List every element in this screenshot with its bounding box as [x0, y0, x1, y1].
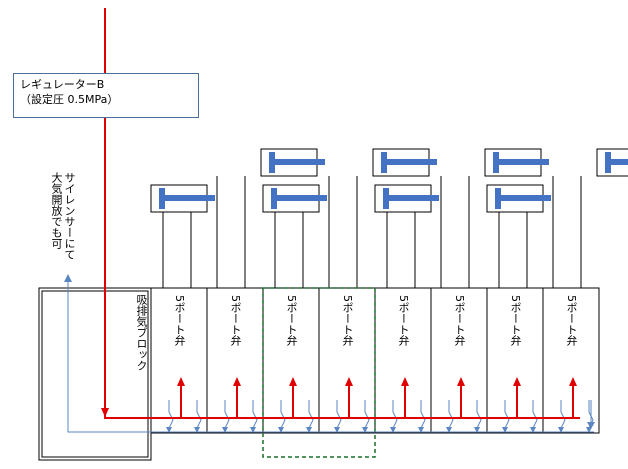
cylinders — [150, 148, 628, 213]
exhaust-collector — [67, 279, 594, 433]
supply-main — [104, 8, 580, 419]
silencer-note-line2: 大気開放でも可 — [50, 172, 63, 249]
cylinder-rod — [501, 195, 551, 201]
cylinder-piston — [271, 188, 277, 209]
valve-label: 5ポート弁 — [453, 295, 466, 346]
valve-label: 5ポート弁 — [173, 295, 186, 346]
exhaust-block-label: 吸排気ブロック — [135, 294, 148, 371]
cylinder-rod — [277, 195, 327, 201]
cylinder-rod — [611, 159, 628, 165]
exhaust-arrow — [306, 427, 312, 433]
exhaust-arrow — [362, 427, 368, 433]
supply-lines — [101, 8, 580, 419]
exhaust-arrow — [222, 427, 228, 433]
valve-label: 5ポート弁 — [565, 295, 578, 346]
group-highlight — [262, 287, 376, 458]
exhaust-arrow — [558, 427, 564, 433]
valve-connections — [162, 176, 582, 288]
cylinder-piston — [381, 152, 387, 173]
exhaust-arrow — [194, 427, 200, 433]
cylinder-piston — [495, 188, 501, 209]
supply-arrow — [289, 377, 297, 386]
supply-arrow — [513, 377, 521, 386]
exhaust-block-inner — [41, 290, 149, 458]
exhaust-arrow — [278, 427, 284, 433]
exhaust-arrow — [530, 427, 536, 433]
regulator-box: レギュレーターB （設定圧 0.5MPa） — [13, 73, 199, 118]
cylinder-piston — [383, 188, 389, 209]
exhaust-lines — [64, 274, 595, 433]
silencer-note-line1: サイレンサーにて — [63, 172, 76, 260]
exhaust-arrow — [166, 427, 172, 433]
supply-arrow — [345, 377, 353, 386]
cylinder-piston — [159, 188, 165, 209]
supply-arrow — [177, 377, 185, 386]
exhaust-arrow — [502, 427, 508, 433]
valve-label: 5ポート弁 — [509, 295, 522, 346]
exhaust-arrow — [390, 427, 396, 433]
supply-arrow — [569, 377, 577, 386]
exhaust-arrow — [474, 427, 480, 433]
regulator-pressure: （設定圧 0.5MPa） — [20, 93, 119, 106]
valve-label: 5ポート弁 — [397, 295, 410, 346]
valve-label: 5ポート弁 — [285, 295, 298, 346]
exhaust-arrow — [334, 427, 340, 433]
cylinder-rod — [499, 159, 549, 165]
cylinder-rod — [275, 159, 325, 165]
supply-arrow — [401, 377, 409, 386]
exhaust-arrow — [418, 427, 424, 433]
exhaust-end-arrow — [587, 422, 595, 429]
supply-arrow — [233, 377, 241, 386]
exhaust-arrow — [586, 427, 592, 433]
cylinder-piston — [493, 152, 499, 173]
valve-label: 5ポート弁 — [341, 295, 354, 346]
cylinder-rod — [165, 195, 215, 201]
cylinder-piston — [605, 152, 611, 173]
supply-arrow — [457, 377, 465, 386]
supply-main-arrow — [101, 408, 109, 417]
cylinder-piston — [269, 152, 275, 173]
exhaust-arrow — [250, 427, 256, 433]
valve-label: 5ポート弁 — [229, 295, 242, 346]
regulator-name: レギュレーターB — [20, 78, 105, 91]
cylinder-rod — [389, 195, 439, 201]
exhaust-outlet-arrow — [64, 274, 72, 282]
silencer-note: サイレンサーにて 大気開放でも可 — [50, 172, 76, 260]
cylinder-rod — [387, 159, 437, 165]
exhaust-arrow — [446, 427, 452, 433]
